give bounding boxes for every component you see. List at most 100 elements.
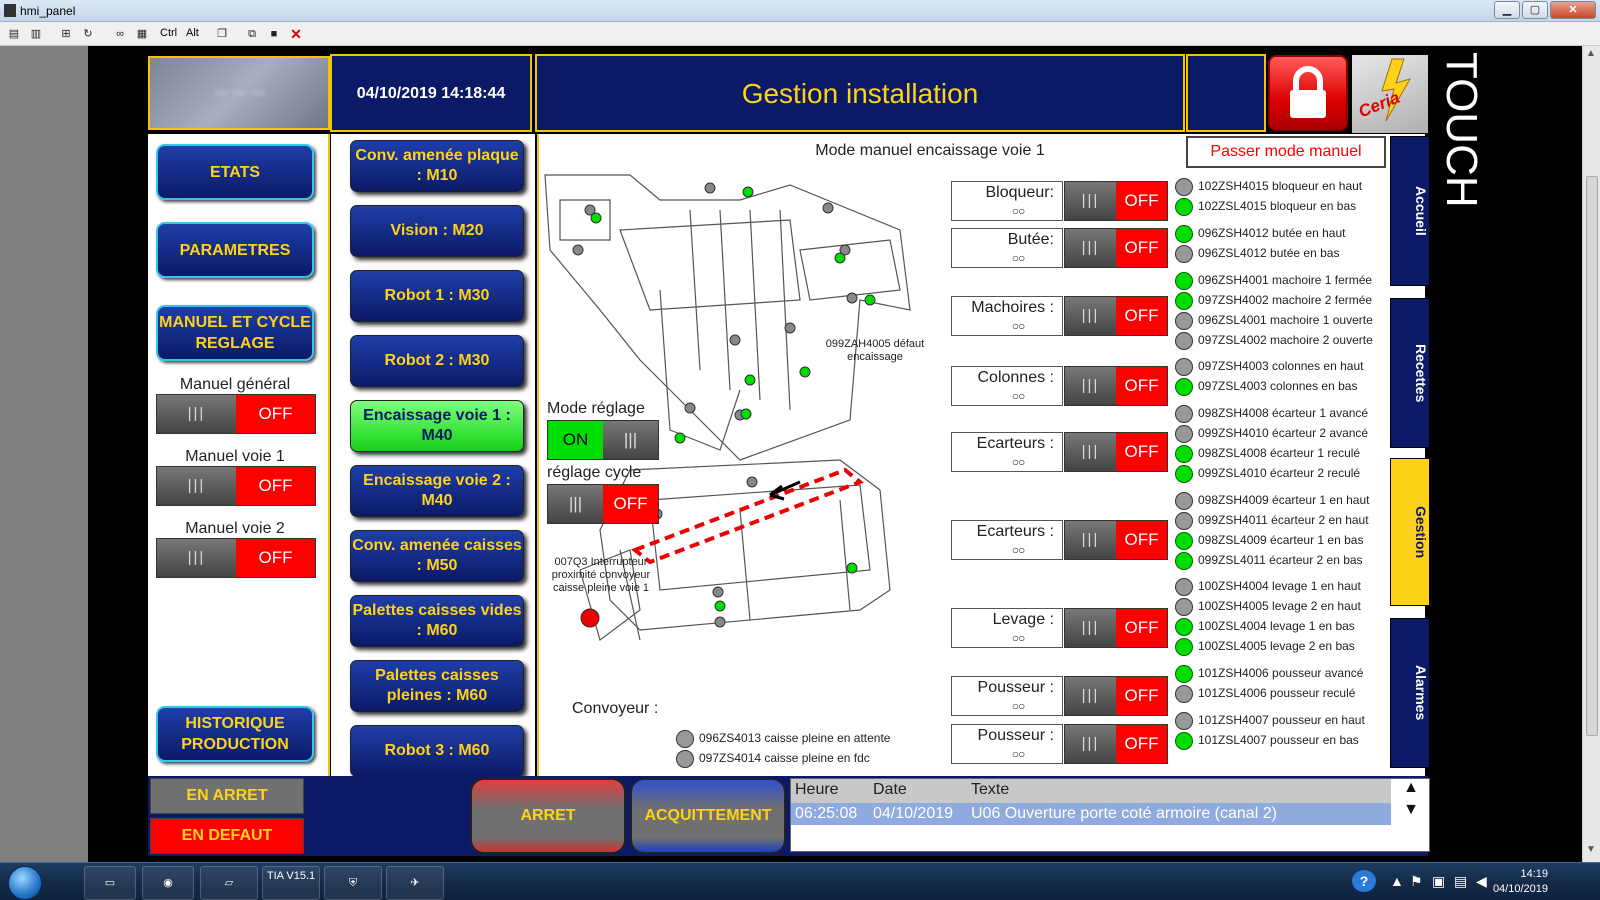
tab-gestion[interactable]: Gestion: [1390, 458, 1430, 606]
reglage-cycle-toggle[interactable]: ||| OFF: [547, 484, 659, 524]
lock-button[interactable]: [1268, 55, 1348, 131]
grid-icon[interactable]: ⊞: [61, 28, 71, 40]
folder-icon[interactable]: ▱: [200, 866, 258, 900]
glasses-icon[interactable]: ○○: [1011, 319, 1026, 333]
alarm-scroll-up-icon[interactable]: ▲: [1403, 779, 1419, 796]
toggle-bars[interactable]: |||: [1065, 229, 1116, 267]
toggle-off[interactable]: OFF: [1116, 725, 1167, 763]
toggle-bars[interactable]: |||: [1065, 677, 1116, 715]
toggle-off[interactable]: OFF: [1116, 521, 1167, 559]
window-icon[interactable]: ⧉: [248, 28, 256, 40]
toggle-bars[interactable]: |||: [1065, 182, 1116, 220]
toggle-off[interactable]: OFF: [236, 539, 315, 577]
mode-reglage-toggle[interactable]: ON |||: [547, 420, 659, 460]
new-icon[interactable]: ▤: [8, 28, 20, 40]
tray-arrow-icon[interactable]: ▲: [1390, 873, 1404, 889]
glasses-icon[interactable]: ○○: [1011, 543, 1026, 557]
actuator-name[interactable]: Machoires :○○: [951, 296, 1063, 336]
copy-icon[interactable]: ❐: [217, 28, 227, 40]
volume-icon[interactable]: ◀: [1476, 873, 1487, 889]
manuel-voie1-toggle[interactable]: ||| OFF: [156, 466, 316, 506]
tia-portal-icon[interactable]: TIA V15.1: [262, 866, 320, 900]
machine-button-encaissage-voie1[interactable]: Encaissage voie 1 : M40: [350, 400, 524, 452]
toggle-bars[interactable]: |||: [1065, 297, 1116, 335]
machine-button-m20[interactable]: Vision : M20: [350, 205, 524, 257]
device-icon[interactable]: ▣: [1432, 873, 1446, 889]
historique-production-button[interactable]: HISTORIQUE PRODUCTION: [156, 706, 314, 762]
network-icon[interactable]: ▤: [1454, 873, 1468, 889]
actuator-name[interactable]: Pousseur :○○: [951, 724, 1063, 764]
actuator-name[interactable]: Pousseur :○○: [951, 676, 1063, 716]
tray-clock[interactable]: 14:19 04/10/2019: [1493, 867, 1548, 897]
toggle-off[interactable]: OFF: [1116, 433, 1167, 471]
glasses-icon[interactable]: ○○: [1011, 389, 1026, 403]
explorer-icon[interactable]: ▭: [84, 866, 136, 900]
toggle-bars[interactable]: |||: [1065, 367, 1116, 405]
tab-alarmes[interactable]: Alarmes: [1390, 618, 1430, 768]
parametres-button[interactable]: PARAMETRES: [156, 222, 314, 278]
help-icon[interactable]: ?: [1352, 870, 1376, 892]
toggle-bars[interactable]: |||: [1065, 433, 1116, 471]
toggle-bars[interactable]: |||: [1065, 521, 1116, 559]
actuator-name[interactable]: Levage :○○: [951, 608, 1063, 648]
toggle-bars[interactable]: |||: [157, 467, 236, 505]
arret-button[interactable]: ARRET: [470, 778, 626, 854]
actuator-name[interactable]: Ecarteurs :○○: [951, 520, 1063, 560]
manuel-voie2-toggle[interactable]: ||| OFF: [156, 538, 316, 578]
actuator-name[interactable]: Colonnes :○○: [951, 366, 1063, 406]
actuator-name[interactable]: Ecarteurs :○○: [951, 432, 1063, 472]
minimize-button[interactable]: ▁: [1494, 1, 1520, 19]
close-button[interactable]: ✕: [1550, 1, 1596, 19]
cancel-icon[interactable]: ✕: [290, 26, 302, 42]
alarm-scroll-down-icon[interactable]: ▼: [1403, 801, 1419, 818]
toggle-off[interactable]: OFF: [603, 485, 658, 523]
ctrl-key[interactable]: Ctrl: [160, 27, 178, 39]
keyboard-icon[interactable]: ▦: [136, 28, 148, 40]
actuator-toggle[interactable]: |||OFF: [1064, 181, 1168, 221]
machine-button-robot3[interactable]: Robot 3 : M60: [350, 725, 524, 777]
toggle-bars[interactable]: |||: [1065, 609, 1116, 647]
machine-button-robot2[interactable]: Robot 2 : M30: [350, 335, 524, 387]
glasses-icon[interactable]: ○○: [1011, 455, 1026, 469]
machine-button-robot1[interactable]: Robot 1 : M30: [350, 270, 524, 322]
actuator-toggle[interactable]: |||OFF: [1064, 676, 1168, 716]
glasses-icon[interactable]: ○○: [1011, 747, 1026, 761]
toggle-off[interactable]: OFF: [1116, 367, 1167, 405]
glasses-icon[interactable]: ○○: [1011, 251, 1026, 265]
refresh-icon[interactable]: ↻: [83, 28, 93, 40]
alt-key[interactable]: Alt: [186, 27, 199, 39]
start-button[interactable]: [8, 866, 42, 900]
flag-icon[interactable]: ⚑: [1410, 873, 1423, 889]
acquittement-button[interactable]: ACQUITTEMENT: [630, 778, 786, 854]
scroll-thumb[interactable]: [1586, 176, 1598, 736]
toggle-off[interactable]: OFF: [236, 395, 315, 433]
toggle-bars[interactable]: |||: [157, 395, 236, 433]
glasses-icon[interactable]: ○○: [1011, 631, 1026, 645]
machine-button-m50[interactable]: Conv. amenée caisses : M50: [350, 530, 524, 582]
vertical-scrollbar[interactable]: ▲ ▼: [1582, 46, 1600, 862]
toggle-bars[interactable]: |||: [603, 421, 658, 459]
hmi-icon[interactable]: ✈: [386, 866, 444, 900]
glasses-icon[interactable]: ○○: [1011, 699, 1026, 713]
maximize-button[interactable]: ▢: [1522, 1, 1548, 19]
machine-button-encaissage-voie2[interactable]: Encaissage voie 2 : M40: [350, 465, 524, 517]
actuator-name[interactable]: Butée:○○: [951, 228, 1063, 268]
actuator-name[interactable]: Bloqueur:○○: [951, 181, 1063, 221]
firefox-icon[interactable]: ◉: [142, 866, 194, 900]
actuator-toggle[interactable]: |||OFF: [1064, 296, 1168, 336]
scroll-down-icon[interactable]: ▼: [1586, 844, 1596, 855]
info-icon[interactable]: ▥: [30, 28, 42, 40]
save-icon[interactable]: ■: [270, 28, 278, 40]
actuator-toggle[interactable]: |||OFF: [1064, 520, 1168, 560]
machine-button-palettes-vides[interactable]: Palettes caisses vides : M60: [350, 595, 524, 647]
toggle-bars[interactable]: |||: [1065, 725, 1116, 763]
toggle-on[interactable]: ON: [548, 421, 603, 459]
actuator-toggle[interactable]: |||OFF: [1064, 608, 1168, 648]
link-icon[interactable]: ∞: [116, 28, 124, 40]
toggle-off[interactable]: OFF: [1116, 229, 1167, 267]
tab-recettes[interactable]: Recettes: [1390, 298, 1430, 448]
manuel-cycle-button[interactable]: MANUEL ET CYCLE REGLAGE: [156, 305, 314, 361]
passer-mode-manuel-button[interactable]: Passer mode manuel: [1186, 136, 1386, 168]
manuel-general-toggle[interactable]: ||| OFF: [156, 394, 316, 434]
actuator-toggle[interactable]: |||OFF: [1064, 366, 1168, 406]
